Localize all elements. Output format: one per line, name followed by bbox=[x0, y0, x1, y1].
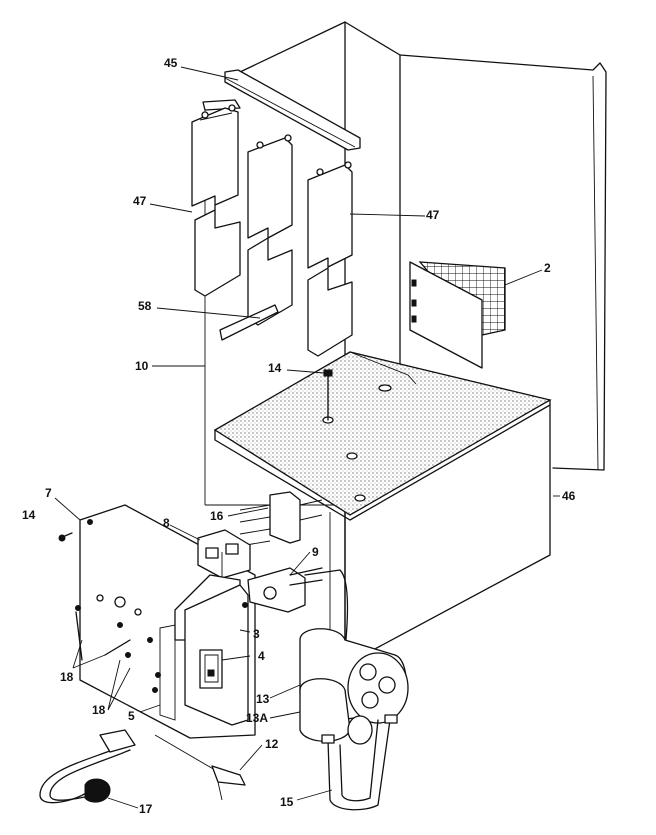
label-47-left: 47 bbox=[133, 194, 147, 208]
label-2: 2 bbox=[544, 261, 551, 275]
label-18-top: 18 bbox=[60, 670, 74, 684]
label-9: 9 bbox=[312, 545, 319, 559]
label-17: 17 bbox=[139, 802, 153, 816]
mounting-strap bbox=[321, 714, 398, 811]
label-5: 5 bbox=[128, 709, 135, 723]
label-45: 45 bbox=[164, 56, 178, 70]
label-10: 10 bbox=[135, 359, 149, 373]
motor-bracket-assembly bbox=[159, 567, 349, 726]
label-13a: 13A bbox=[246, 711, 268, 725]
mesh-filter bbox=[409, 261, 506, 369]
cabinet-housing bbox=[204, 21, 607, 666]
top-bracket bbox=[202, 69, 361, 151]
label-16: 16 bbox=[210, 509, 224, 523]
label-7: 7 bbox=[45, 486, 52, 500]
switch-component bbox=[197, 529, 251, 579]
screw-panel bbox=[58, 532, 73, 542]
label-58: 58 bbox=[138, 299, 152, 313]
baffle-plate-middle bbox=[219, 134, 293, 341]
baffle-plate-right bbox=[307, 161, 353, 357]
label-3: 3 bbox=[253, 627, 260, 641]
power-cord bbox=[39, 729, 136, 804]
blower-wheel-housing bbox=[299, 628, 409, 745]
baffle-plate-left bbox=[191, 104, 241, 297]
label-12: 12 bbox=[265, 737, 279, 751]
label-13: 13 bbox=[256, 692, 270, 706]
terminal-block bbox=[239, 491, 323, 547]
stippled-shelf-plate bbox=[213, 351, 552, 521]
label-18-bottom: 18 bbox=[92, 703, 106, 717]
thermal-fuse bbox=[154, 734, 246, 801]
label-14-shelf: 14 bbox=[268, 361, 282, 375]
label-8: 8 bbox=[163, 516, 170, 530]
label-47-right: 47 bbox=[426, 208, 440, 222]
leader-lines bbox=[54, 66, 560, 809]
label-15: 15 bbox=[280, 795, 294, 809]
label-4: 4 bbox=[258, 649, 265, 663]
label-14-panel: 14 bbox=[22, 508, 36, 522]
part-labels: 45 47 47 2 58 10 14 46 7 14 16 8 9 3 4 1… bbox=[22, 56, 576, 816]
label-46: 46 bbox=[562, 489, 576, 503]
